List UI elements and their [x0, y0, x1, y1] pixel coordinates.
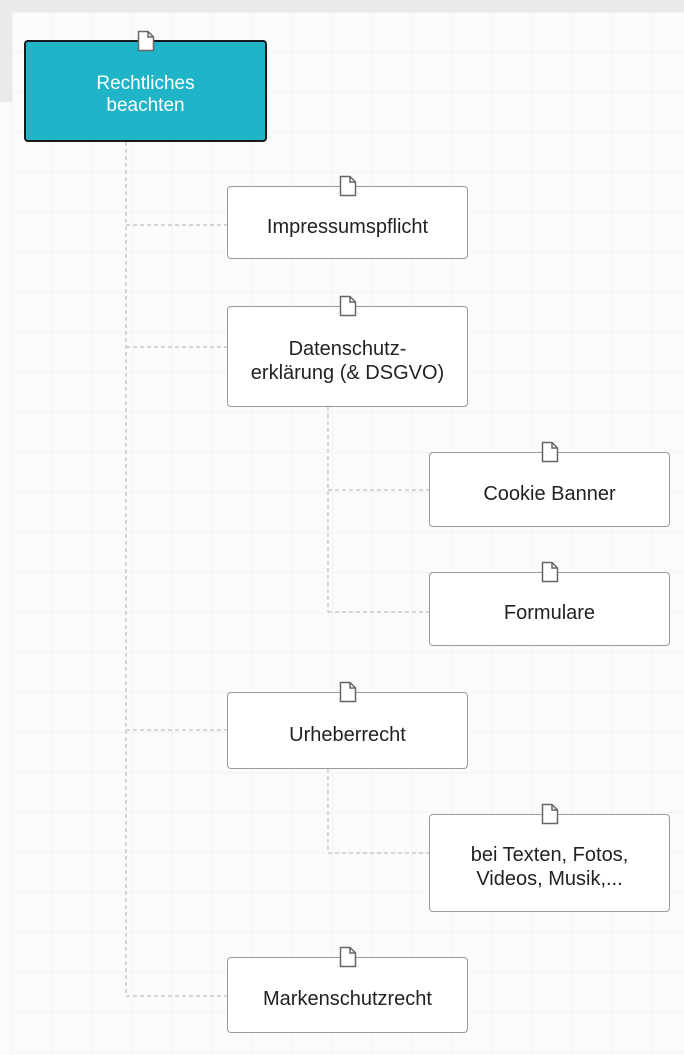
- node-datenschutzerklaerung[interactable]: Datenschutz- erklärung (& DSGVO): [227, 295, 468, 407]
- document-icon: [137, 30, 155, 52]
- side-panel-strip: [0, 12, 12, 102]
- document-icon: [541, 561, 559, 583]
- node-label: Urheberrecht: [289, 723, 406, 746]
- node-markenschutzrecht[interactable]: Markenschutzrecht: [227, 946, 468, 1033]
- top-toolbar-strip: [0, 0, 684, 12]
- node-label: Markenschutzrecht: [263, 988, 432, 1010]
- document-icon: [541, 803, 559, 825]
- node-impressumspflicht[interactable]: Impressumspflicht: [227, 175, 468, 259]
- node-label: Cookie Banner: [483, 482, 616, 505]
- document-icon: [339, 175, 357, 197]
- node-formulare[interactable]: Formulare: [429, 561, 670, 646]
- document-icon: [339, 295, 357, 317]
- root-node-label: Rechtliches beachten: [96, 73, 195, 116]
- document-icon: [339, 681, 357, 703]
- root-node[interactable]: Rechtliches beachten: [24, 30, 267, 142]
- document-icon: [339, 946, 357, 968]
- document-icon: [541, 441, 559, 463]
- node-label: bei Texten, Fotos, Videos, Musik,...: [470, 844, 629, 890]
- node-label: Formulare: [503, 602, 596, 624]
- node-urheberrecht[interactable]: Urheberrecht: [227, 681, 468, 769]
- node-label: Impressumspflicht: [266, 215, 429, 238]
- node-label: Datenschutz- erklärung (& DSGVO): [250, 337, 445, 384]
- node-cookie-banner[interactable]: Cookie Banner: [429, 441, 670, 527]
- node-bei-texten-fotos[interactable]: bei Texten, Fotos, Videos, Musik,...: [429, 803, 670, 912]
